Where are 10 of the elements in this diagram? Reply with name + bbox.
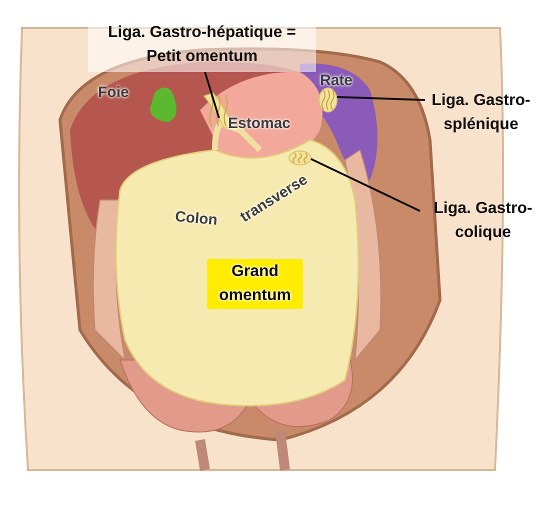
- fatty-tissue-drawing: [288, 150, 312, 166]
- highlighted-label: Grand omentum: [207, 259, 303, 309]
- organ-label: Foie: [98, 84, 129, 101]
- callout-label: Liga. Gastro-splénique: [425, 86, 537, 136]
- fatty-tissue-drawing: [318, 88, 338, 112]
- organ-label: Estomac: [228, 115, 291, 132]
- node-label: Liga. Gastro-hépatique = Petit omentum: [108, 24, 296, 65]
- leader-line: [204, 72, 220, 118]
- organ-label: Rate: [320, 72, 353, 89]
- organ-label: Colon: [174, 208, 218, 229]
